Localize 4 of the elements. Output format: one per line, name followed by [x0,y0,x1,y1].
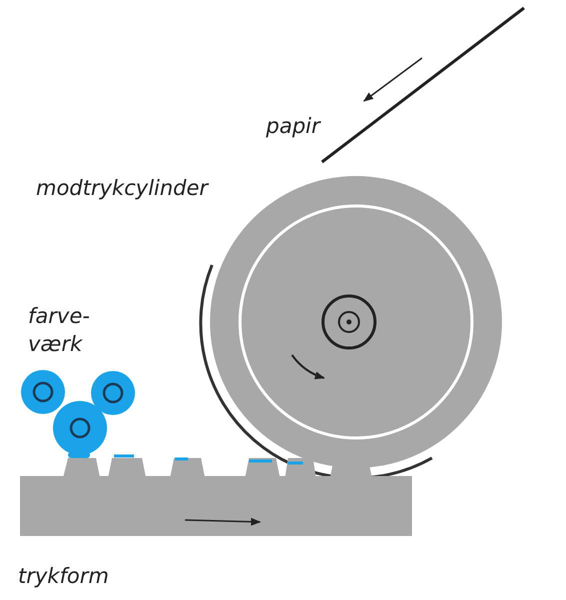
part-label: modtrykcylinder [36,175,208,202]
part-label: farve- værk [28,303,91,358]
part-label: papir [266,113,320,140]
part-label: trykform [18,563,109,590]
